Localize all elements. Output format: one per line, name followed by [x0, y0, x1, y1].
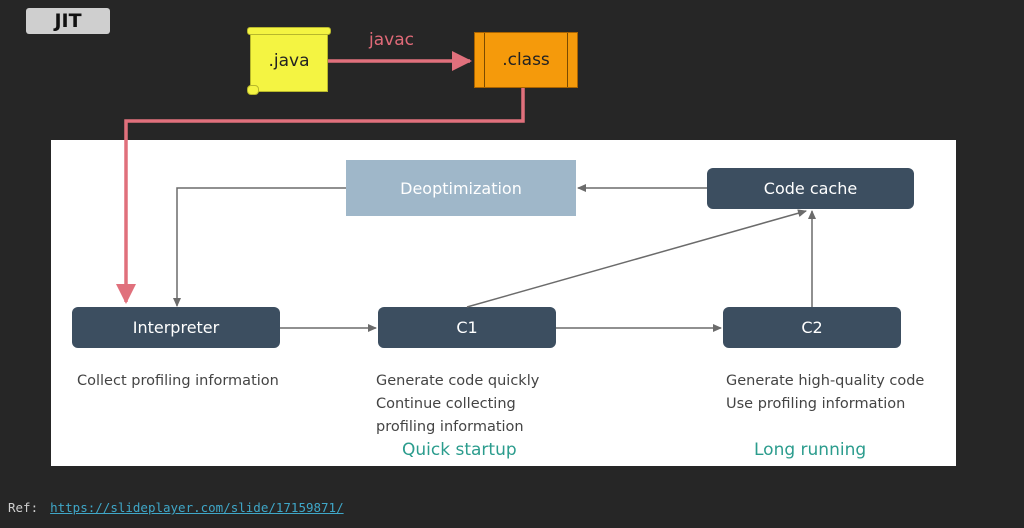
deoptimization-label: Deoptimization — [400, 178, 522, 198]
reference-line: Ref: https://slideplayer.com/slide/171598… — [8, 500, 344, 515]
c2-desc-line: Use profiling information — [726, 396, 906, 412]
c1-desc-line: Continue collecting — [376, 396, 516, 412]
long-running-label: Long running — [754, 440, 867, 460]
ref-label: Ref: — [8, 500, 39, 515]
c1-node: C1 — [378, 307, 556, 348]
c1-to-codecache-arrow — [466, 209, 807, 308]
c2-label: C2 — [801, 318, 823, 337]
c2-description: Generate high-quality code Use profiling… — [726, 370, 924, 416]
c2-node: C2 — [723, 307, 901, 348]
c1-description: Generate code quickly Continue collectin… — [376, 370, 539, 439]
interpreter-desc-line: Collect profiling information — [77, 373, 279, 389]
class-file-label: .class — [502, 50, 550, 70]
code-cache-node: Code cache — [707, 168, 914, 209]
class-file-box: .class — [474, 32, 578, 88]
interpreter-label: Interpreter — [132, 318, 220, 337]
deopt-to-interpreter-arrow — [173, 187, 346, 307]
class-box-right-bar — [567, 33, 568, 87]
c2-desc-line: Generate high-quality code — [726, 373, 925, 389]
java-file-icon: .java — [247, 27, 331, 95]
jit-badge: JIT — [26, 8, 110, 34]
interpreter-node: Interpreter — [72, 307, 280, 348]
deoptimization-node: Deoptimization — [346, 160, 576, 216]
class-to-interpreter-arrow — [116, 88, 525, 304]
quick-startup-label: Quick startup — [402, 440, 517, 460]
javac-label: javac — [369, 30, 414, 50]
code-cache-label: Code cache — [763, 179, 858, 198]
c1-desc-line: profiling information — [376, 419, 524, 435]
c1-desc-line: Generate code quickly — [376, 373, 540, 389]
class-box-left-bar — [484, 33, 485, 87]
ref-link[interactable]: https://slideplayer.com/slide/17159871/ — [50, 500, 344, 515]
java-file-label: .java — [268, 51, 310, 71]
c1-label: C1 — [456, 318, 478, 337]
interpreter-description: Collect profiling information — [77, 370, 279, 393]
